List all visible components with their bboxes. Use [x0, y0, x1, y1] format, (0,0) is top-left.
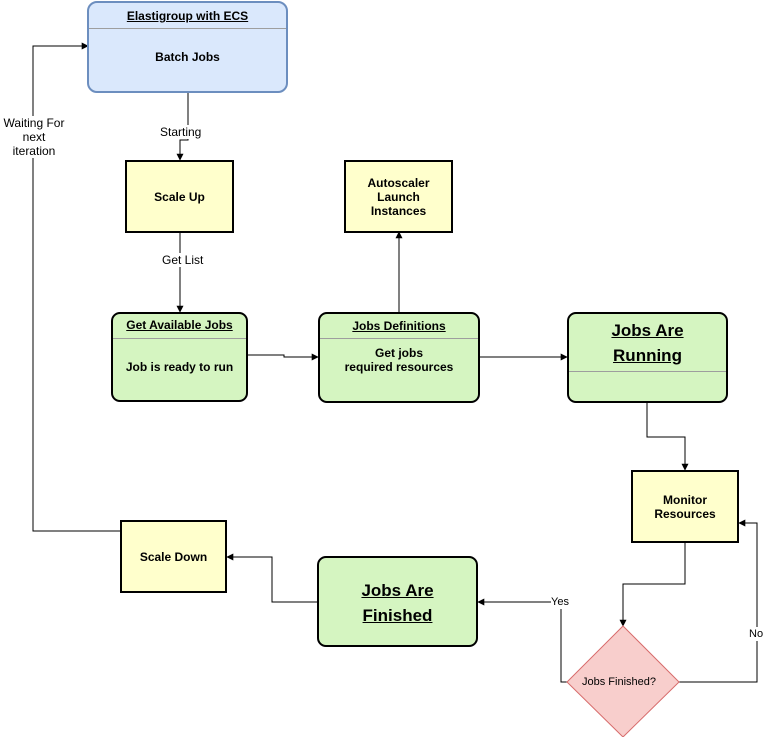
edge-label-no: No: [749, 627, 764, 641]
decision-label: Jobs Finished?: [582, 676, 656, 688]
get-available-jobs-separator: [113, 338, 246, 339]
autoscaler-label: Autoscaler Launch Instances: [367, 175, 430, 218]
edge-monitor-to-decision: [619, 543, 686, 627]
edge-elastigroup-to-scaleup: [176, 92, 189, 161]
edge-decision-yes-to-finished: [477, 598, 567, 683]
edge-getjobs-to-definitions: [248, 353, 319, 361]
scale-up-node: Scale Up: [125, 160, 234, 233]
decision-diamond: [566, 625, 680, 737]
get-available-jobs-node: Get Available Jobs Job is ready to run: [111, 312, 248, 402]
edge-label-starting: Starting: [160, 125, 202, 139]
jobs-finished-title: Jobs Are Finished: [361, 581, 434, 625]
elastigroup-separator: [89, 28, 286, 29]
edge-decision-no-to-monitor: [678, 519, 758, 683]
edge-running-to-monitor: [646, 403, 689, 471]
jobs-definitions-body: Get jobs required resources: [344, 346, 454, 374]
monitor-resources-label: Monitor Resources: [654, 492, 716, 521]
jobs-definitions-separator: [320, 338, 478, 339]
elastigroup-title: Elastigroup with ECS: [126, 9, 249, 23]
jobs-running-node: Jobs Are Running: [567, 312, 728, 403]
edge-scaledown-to-elastigroup: [32, 42, 120, 532]
autoscaler-node: Autoscaler Launch Instances: [344, 160, 453, 233]
edge-label-yes: Yes: [551, 595, 569, 609]
scale-down-node: Scale Down: [120, 520, 227, 593]
get-available-jobs-body: Job is ready to run: [125, 360, 234, 374]
elastigroup-node: Elastigroup with ECS Batch Jobs: [87, 1, 288, 93]
scale-down-label: Scale Down: [139, 549, 208, 564]
edge-label-waiting: Waiting For next iteration: [0, 116, 68, 158]
jobs-running-title: Jobs Are Running: [611, 321, 684, 365]
edge-label-get-list: Get List: [162, 253, 204, 267]
elastigroup-body: Batch Jobs: [155, 50, 220, 64]
jobs-definitions-node: Jobs Definitions Get jobs required resou…: [318, 312, 480, 403]
scale-up-label: Scale Up: [154, 189, 205, 204]
jobs-definitions-title: Jobs Definitions: [352, 319, 446, 333]
jobs-finished-node: Jobs Are Finished: [317, 556, 478, 647]
monitor-resources-node: Monitor Resources: [631, 470, 739, 543]
get-available-jobs-title: Get Available Jobs: [126, 318, 233, 332]
jobs-running-separator: [569, 371, 726, 372]
edge-finished-to-scaledown: [226, 553, 317, 603]
